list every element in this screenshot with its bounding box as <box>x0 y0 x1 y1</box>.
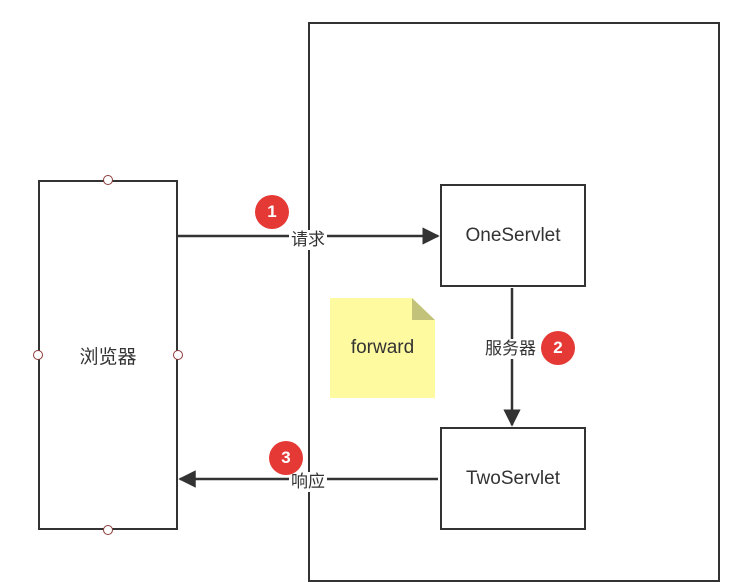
step-badge-1: 1 <box>255 195 289 229</box>
step-badge-3: 3 <box>269 441 303 475</box>
browser-handle-left <box>33 350 43 360</box>
browser-label: 浏览器 <box>79 346 137 368</box>
diagram-canvas: 浏览器 OneServlet TwoServlet forward 请求 服务器… <box>33 22 720 582</box>
twoservlet-label: TwoServlet <box>466 467 560 489</box>
browser-handle-right <box>173 350 183 360</box>
response-label: 响应 <box>289 472 327 492</box>
oneservlet-label: OneServlet <box>465 224 561 246</box>
browser-node: 浏览器 <box>38 180 178 530</box>
browser-handle-bottom <box>103 525 113 535</box>
server-label: 服务器 <box>483 339 538 359</box>
browser-handle-top <box>103 175 113 185</box>
forward-note-text: forward <box>350 337 415 358</box>
request-label: 请求 <box>289 230 327 250</box>
step-badge-2: 2 <box>541 331 575 365</box>
twoservlet-node: TwoServlet <box>440 427 586 530</box>
oneservlet-node: OneServlet <box>440 184 586 287</box>
